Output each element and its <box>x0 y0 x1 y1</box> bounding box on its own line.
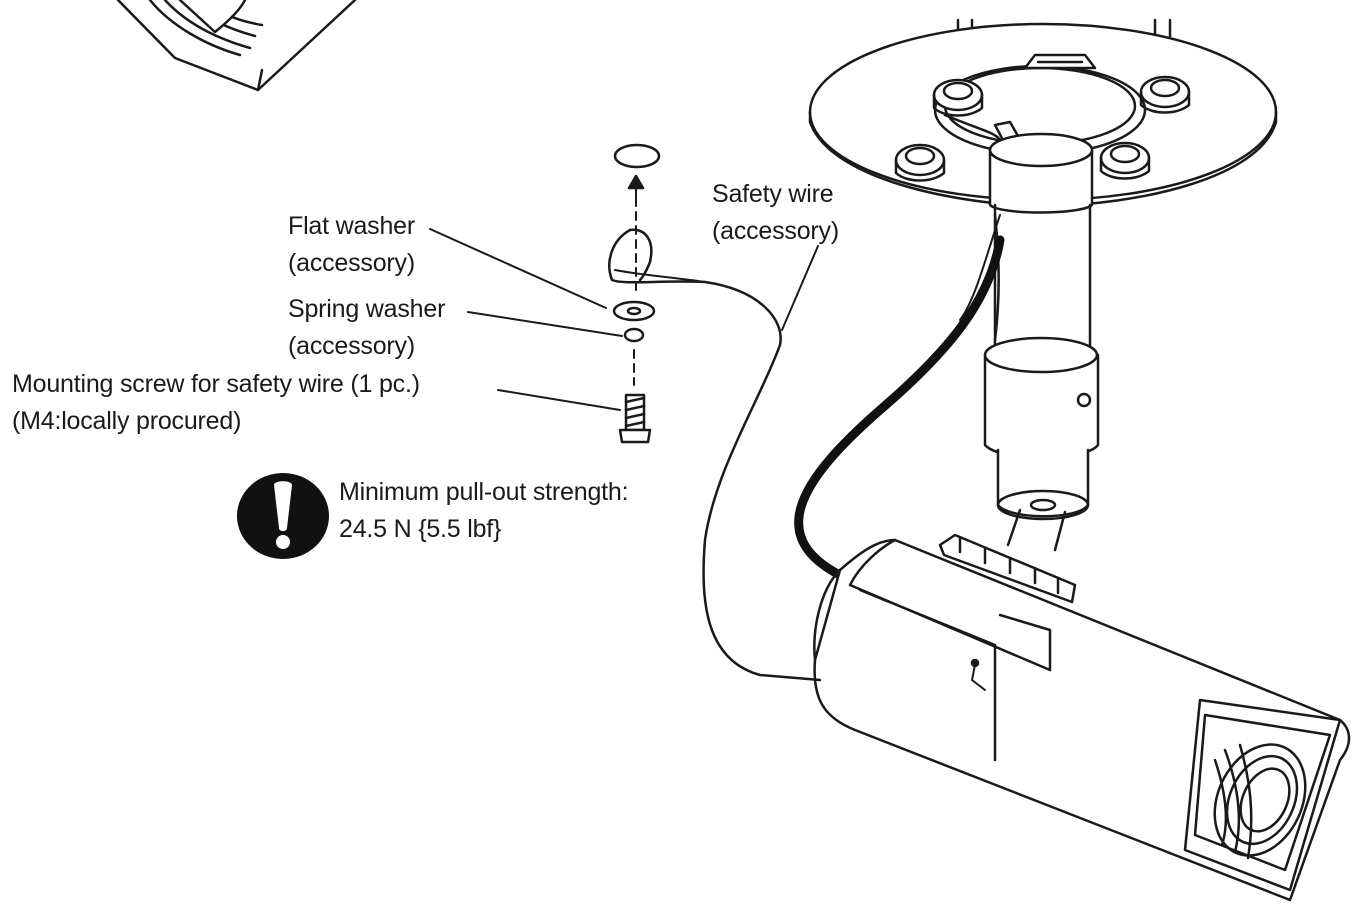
exploded-parts <box>612 143 661 444</box>
flat-washer-label-line2: (accessory) <box>288 249 415 277</box>
safety-wire-label-line1: Safety wire <box>712 180 834 208</box>
safety-wire <box>959 214 1001 321</box>
spring-washer <box>623 327 645 343</box>
camera-body <box>813 538 1351 902</box>
safety-wire-loop <box>608 228 822 682</box>
mount-screw-bosses <box>894 75 1191 182</box>
flat-washer-label: Flat washer (accessory) <box>288 208 415 282</box>
mounting-screw-label-line2: (M4:locally procured) <box>12 407 242 435</box>
pull-out-strength-line2: 24.5 N {5.5 lbf} <box>339 515 502 543</box>
spring-washer-label-line1: Spring washer <box>288 295 446 323</box>
spring-washer-label: Spring washer (accessory) <box>288 291 445 365</box>
pull-out-strength-line1: Minimum pull-out strength: <box>339 478 629 506</box>
safety-wire-label-line2: (accessory) <box>712 217 839 245</box>
safety-wire-label: Safety wire (accessory) <box>712 176 839 250</box>
mount-plate <box>808 18 1278 208</box>
flat-washer <box>612 300 656 322</box>
flat-washer-label-line1: Flat washer <box>288 212 416 240</box>
pull-out-strength-label: Minimum pull-out strength: 24.5 N {5.5 l… <box>339 474 629 548</box>
exclamation-icon <box>237 473 329 559</box>
leader-lines <box>429 228 819 411</box>
spring-washer-label-line2: (accessory) <box>288 332 415 360</box>
flat-washer-ring-top <box>613 143 661 169</box>
mounting-screw <box>618 393 652 444</box>
mounting-screw-label-line1: Mounting screw for safety wire (1 pc.) <box>12 370 420 398</box>
mounting-screw-label: Mounting screw for safety wire (1 pc.) (… <box>12 366 420 440</box>
mount-bracket <box>938 132 1100 604</box>
camera-part-top-left <box>116 0 357 92</box>
camera-cable <box>794 235 1005 585</box>
